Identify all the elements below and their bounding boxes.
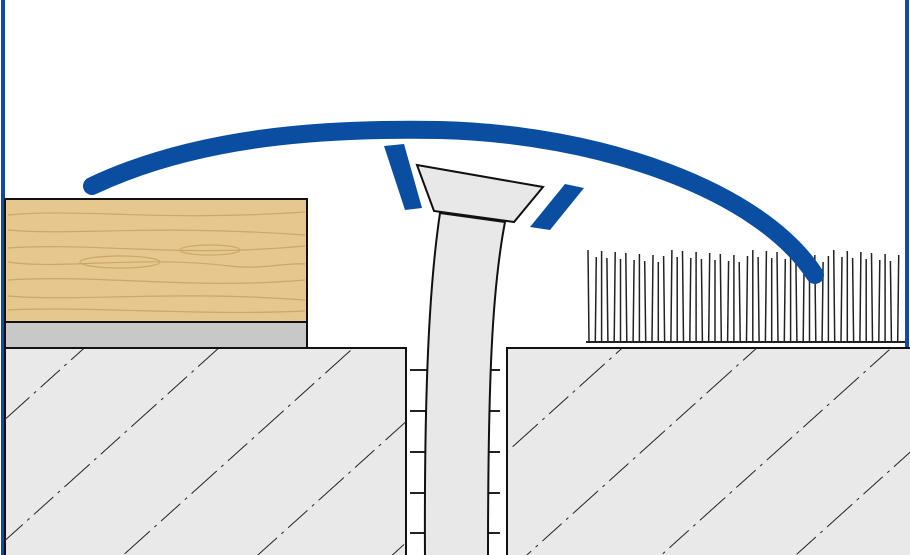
concrete-slab-right	[506, 347, 910, 555]
carpet-fibre	[707, 252, 711, 342]
carpet-fibre	[689, 257, 692, 342]
carpet-fibre	[670, 249, 673, 342]
carpet-fibre	[776, 251, 779, 342]
screw	[415, 163, 545, 555]
carpet-pile	[587, 249, 900, 342]
transition-profile	[83, 120, 824, 284]
carpet-fibre	[840, 256, 843, 342]
carpet-fibre	[832, 249, 836, 342]
carpet-fibre	[719, 253, 723, 342]
carpet-fibre	[851, 257, 855, 342]
carpet-fibre	[662, 255, 666, 342]
carpet-fibre	[889, 260, 893, 342]
carpet-fibre	[632, 259, 635, 342]
carpet-fibre	[783, 258, 787, 342]
carpet-fibre	[594, 256, 598, 342]
carpet-fibre	[613, 251, 616, 342]
carpet-fibre	[625, 252, 628, 342]
carpet-fibre	[726, 260, 730, 342]
carpet-fibre	[859, 251, 862, 342]
carpet-fibre	[878, 259, 881, 342]
carpet-fibre	[738, 261, 741, 342]
carpet-fibre	[643, 260, 647, 342]
carpet-fibre	[745, 255, 749, 342]
carpet-fibre	[700, 258, 704, 342]
carpet-fibre	[651, 254, 654, 342]
carpet-fibre	[757, 256, 760, 342]
carpet-fibre	[681, 250, 685, 342]
carpet-fibre	[606, 257, 609, 342]
wood-floor-board	[4, 198, 308, 323]
concrete-slab-left	[4, 347, 407, 555]
carpet-fibre	[764, 250, 768, 342]
carpet-fibre	[587, 249, 590, 342]
underlay	[4, 321, 308, 349]
carpet-fibre	[896, 254, 900, 342]
carpet-fibre	[795, 259, 798, 342]
carpet-fibre	[870, 252, 874, 342]
